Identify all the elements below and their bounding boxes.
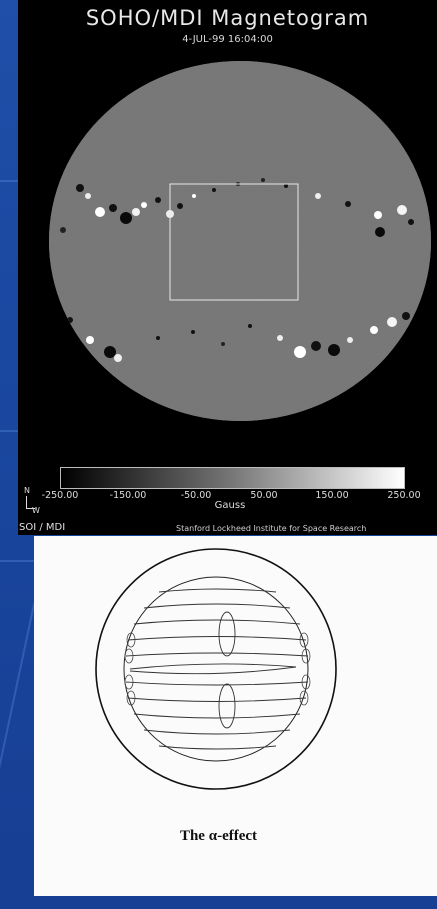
outer-sphere bbox=[95, 548, 337, 790]
instrument-credit: SOI / MDI bbox=[19, 522, 66, 533]
colorbar-tick: -50.00 bbox=[180, 490, 212, 501]
west-label: W bbox=[32, 506, 40, 515]
colorbar-tick: -150.00 bbox=[109, 490, 147, 501]
colorbar-tick: -250.00 bbox=[41, 490, 79, 501]
diagram-caption: The α-effect bbox=[179, 828, 258, 844]
magnetogram-date: 4-JUL-99 16:04:00 bbox=[182, 34, 273, 45]
colorbar-unit: Gauss bbox=[214, 500, 246, 511]
background-streak bbox=[0, 603, 36, 897]
background-streak bbox=[0, 430, 18, 432]
colorbar-tick: 50.00 bbox=[250, 490, 278, 501]
colorbar-tick: 250.00 bbox=[387, 490, 421, 501]
zoom-region-box bbox=[169, 183, 299, 301]
toroidal-field-lines bbox=[125, 588, 309, 750]
southern-active-band bbox=[67, 312, 410, 362]
magnetogram-title: SOHO/MDI Magnetogram bbox=[85, 6, 370, 30]
institution-credit: Stanford Lockheed Institute for Space Re… bbox=[176, 524, 367, 533]
north-label: N bbox=[24, 486, 30, 495]
background-streak bbox=[0, 560, 34, 562]
sun-disk-graphic bbox=[49, 61, 431, 421]
field-line-caps bbox=[124, 632, 311, 706]
alpha-effect-diagram bbox=[34, 536, 437, 896]
colorbar bbox=[60, 467, 405, 489]
colorbar-tick: 150.00 bbox=[315, 490, 349, 501]
inner-sphere bbox=[123, 576, 309, 762]
magnetogram-image: SOHO/MDI Magnetogram 4-JUL-99 16:04:00 -… bbox=[18, 0, 437, 535]
field-lines-illustration bbox=[95, 548, 337, 790]
northern-active-band bbox=[60, 178, 414, 237]
compass-icon bbox=[26, 496, 35, 509]
background-streak bbox=[0, 180, 18, 182]
